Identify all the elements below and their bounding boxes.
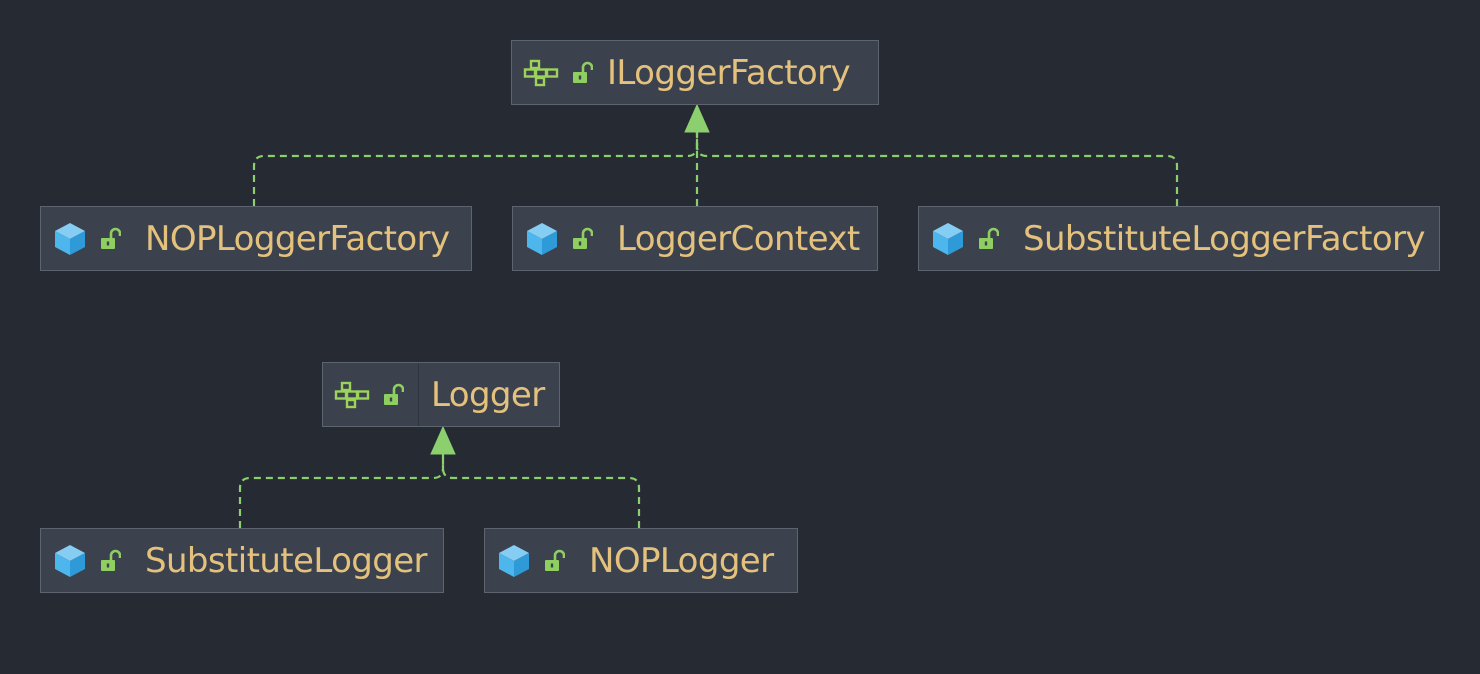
unlock-icon [979, 227, 999, 249]
node-icons [513, 207, 617, 270]
realization-edge [441, 454, 641, 528]
node-label: SubstituteLoggerFactory [1023, 218, 1426, 259]
realization-arrowhead [684, 103, 710, 133]
node-label: LoggerContext [617, 218, 860, 259]
node-icons [41, 529, 145, 592]
unlock-icon [573, 227, 593, 249]
class-icon [527, 222, 557, 255]
node-noploggerfactory[interactable]: NOPLoggerFactory [40, 206, 472, 271]
node-label: SubstituteLogger [145, 540, 428, 581]
realization-edge [238, 454, 445, 528]
realization-arrowhead [430, 425, 456, 455]
unlock-icon [101, 227, 121, 249]
node-icons [512, 41, 607, 104]
class-icon [55, 222, 85, 255]
unlock-icon [573, 61, 593, 83]
node-logger[interactable]: Logger [322, 362, 560, 427]
class-icon [55, 544, 85, 577]
node-noplogger[interactable]: NOPLogger [484, 528, 798, 593]
class-icon [933, 222, 963, 255]
node-icons [485, 529, 589, 592]
node-icons [323, 363, 419, 426]
node-substituteloggerfactory[interactable]: SubstituteLoggerFactory [918, 206, 1440, 271]
node-loggercontext[interactable]: LoggerContext [512, 206, 878, 271]
node-label: Logger [431, 374, 545, 415]
node-label: NOPLoggerFactory [145, 218, 450, 259]
node-label: NOPLogger [589, 540, 774, 581]
class-icon [499, 544, 529, 577]
unlock-icon [384, 383, 404, 405]
interface-icon [334, 381, 370, 408]
node-substitutelogger[interactable]: SubstituteLogger [40, 528, 444, 593]
unlock-icon [545, 549, 565, 571]
realization-edge [252, 132, 699, 206]
node-icons [919, 207, 1023, 270]
unlock-icon [101, 549, 121, 571]
interface-icon [523, 59, 559, 86]
node-label: ILoggerFactory [607, 52, 851, 93]
realization-edge [695, 132, 1179, 206]
node-iloggerfactory[interactable]: ILoggerFactory [511, 40, 879, 105]
node-icons [41, 207, 145, 270]
